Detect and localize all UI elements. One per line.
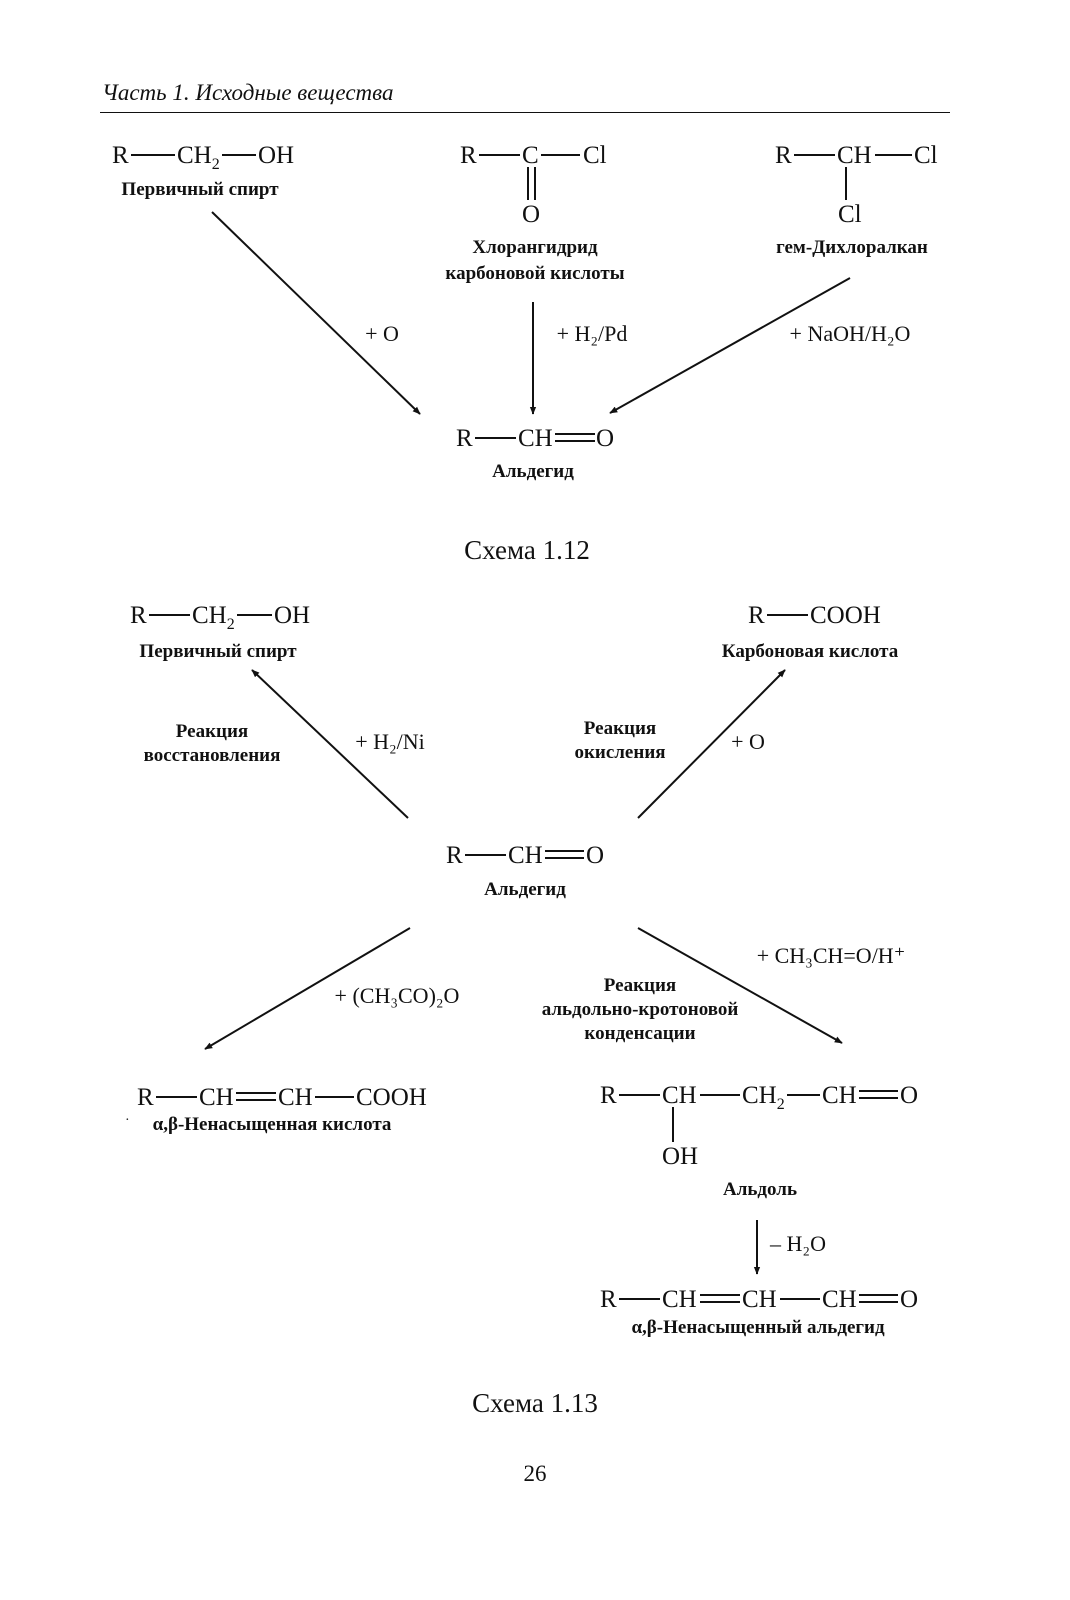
aldol-formula: R CH CH2 CH O OH — [600, 1082, 918, 1170]
svg-text:CH: CH — [837, 142, 872, 169]
running-header: Часть 1. Исходные вещества — [102, 80, 394, 105]
svg-text:O: O — [596, 425, 614, 452]
oxidation-reaction-label: Реакция окисления — [574, 718, 666, 763]
svg-text:OH: OH — [258, 142, 294, 169]
svg-text:R: R — [775, 142, 792, 169]
svg-text:R: R — [137, 1084, 154, 1111]
svg-text:CH2: CH2 — [742, 1082, 785, 1113]
svg-text:CH2: CH2 — [177, 142, 220, 173]
primary-alcohol-label-b: Первичный спирт — [139, 641, 297, 662]
aldehyde-formula-a: R CH O — [456, 425, 614, 452]
svg-text:CH: CH — [662, 1286, 697, 1313]
reagent-acetic-anhydride: + (CH₃CO)₂O — [334, 983, 460, 1008]
svg-text:Cl: Cl — [838, 201, 862, 228]
primary-alcohol-formula-b: R CH2 OH — [130, 602, 310, 633]
svg-text:R: R — [112, 142, 129, 169]
svg-text:O: O — [586, 842, 604, 869]
svg-text:R: R — [460, 142, 477, 169]
svg-text:CH: CH — [508, 842, 543, 869]
svg-text:R: R — [446, 842, 463, 869]
svg-text:OH: OH — [274, 602, 310, 629]
stray-dot: · — [125, 1113, 130, 1128]
svg-text:Cl: Cl — [914, 142, 938, 169]
svg-text:COOH: COOH — [810, 602, 881, 629]
svg-text:C: C — [522, 142, 539, 169]
svg-text:CH: CH — [199, 1084, 234, 1111]
svg-text:R: R — [456, 425, 473, 452]
svg-text:Cl: Cl — [583, 142, 607, 169]
arrow-aldehyde-to-alcohol — [251, 669, 409, 819]
acid-chloride-label-line-1: Хлорангидрид — [472, 237, 598, 258]
svg-text:O: O — [522, 201, 540, 228]
svg-text:CH: CH — [822, 1082, 857, 1109]
scheme-1-13-caption: Схема 1.13 — [472, 1388, 598, 1418]
arrow-aldehyde-to-acid — [637, 669, 786, 819]
page-number: 26 — [523, 1461, 547, 1486]
scheme-1-12-structures: R CH2 OH R C Cl O R CH Cl Cl — [112, 142, 938, 452]
arrow-alcohol-to-aldehyde — [211, 211, 421, 415]
reduction-reaction-label: Реакция восстановления — [143, 721, 281, 766]
carboxylic-acid-label: Карбоновая кислота — [721, 641, 899, 662]
reagent-oxidation-b: + O — [731, 729, 765, 754]
reagent-h2-ni: + H₂/Ni — [355, 729, 425, 754]
svg-text:CH: CH — [822, 1286, 857, 1313]
primary-alcohol-formula-a: R CH2 OH — [112, 142, 294, 173]
aldehyde-label-b: Альдегид — [484, 879, 566, 900]
arrow-aldehyde-to-aldol — [637, 927, 843, 1044]
svg-text:OH: OH — [662, 1143, 698, 1170]
svg-text:CH: CH — [662, 1082, 697, 1109]
scheme-1-12-caption: Схема 1.12 — [464, 535, 590, 565]
svg-text:COOH: COOH — [356, 1084, 427, 1111]
header-rule — [100, 112, 950, 113]
gem-dichloride-label: гем-Дихлоралкан — [776, 237, 928, 258]
svg-text:R: R — [600, 1286, 617, 1313]
unsaturated-acid-formula: R CH CH COOH — [137, 1084, 427, 1111]
condensation-reaction-label: Реакция альдольно-кротоновой конденсации — [541, 975, 739, 1044]
arrow-dichloride-to-aldehyde — [609, 277, 851, 414]
svg-text:R: R — [748, 602, 765, 629]
reagent-h2-pd: + H₂/Pd — [556, 321, 628, 346]
svg-text:CH2: CH2 — [192, 602, 235, 633]
reagent-naoh-h2o: + NaOH/H₂O — [789, 321, 911, 346]
reagent-dehydration: – H₂O — [770, 1231, 826, 1256]
svg-text:CH: CH — [742, 1286, 777, 1313]
primary-alcohol-label-a: Первичный спирт — [121, 179, 279, 200]
carboxylic-acid-formula: R COOH — [748, 602, 881, 629]
svg-text:O: O — [900, 1286, 918, 1313]
aldehyde-formula-b: R CH O — [446, 842, 604, 869]
unsaturated-acid-label: α,β-Ненасыщенная кислота — [152, 1114, 392, 1135]
reagent-oxidation-a: + O — [365, 321, 399, 346]
unsaturated-aldehyde-formula: R CH CH CH O — [600, 1286, 918, 1313]
svg-text:R: R — [130, 602, 147, 629]
svg-text:O: O — [900, 1082, 918, 1109]
reagent-acetaldehyde: + CH₃CH=O/H⁺ — [756, 943, 906, 968]
arrow-aldehyde-to-unsaturated-acid — [204, 927, 411, 1050]
gem-dichloride-formula: R CH Cl Cl — [775, 142, 938, 228]
scheme-1-12-arrows — [211, 211, 851, 415]
unsaturated-aldehyde-label: α,β-Ненасыщенный альдегид — [631, 1317, 885, 1338]
acid-chloride-label-line-2: карбоновой кислоты — [445, 263, 625, 284]
scheme-1-13-structures: R CH2 OH R COOH R CH O R CH CH COO — [125, 602, 918, 1313]
acid-chloride-formula: R C Cl O — [460, 142, 607, 228]
svg-text:CH: CH — [518, 425, 553, 452]
aldehyde-label-a: Альдегид — [492, 461, 574, 482]
aldol-label: Альдоль — [723, 1179, 797, 1200]
scheme-1-13-arrows — [204, 669, 843, 1275]
svg-text:CH: CH — [278, 1084, 313, 1111]
svg-text:R: R — [600, 1082, 617, 1109]
